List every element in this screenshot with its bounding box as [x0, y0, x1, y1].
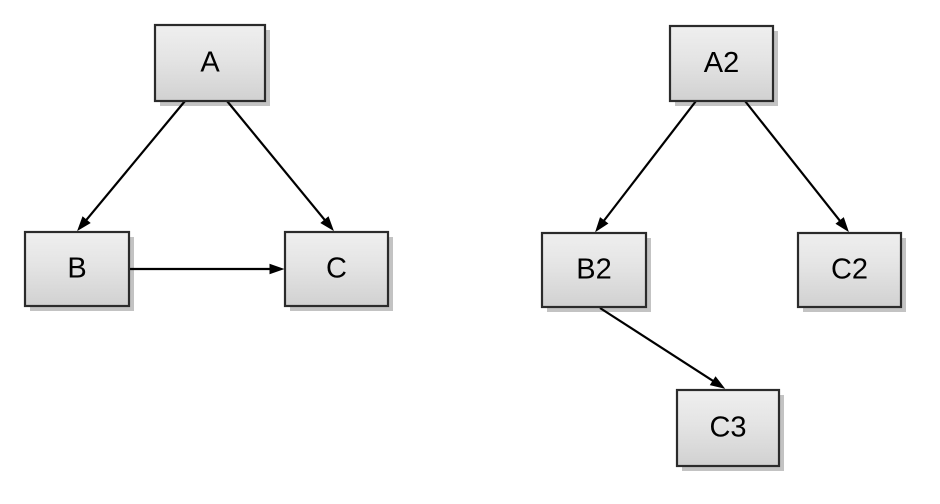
node-box[interactable] [283, 230, 390, 308]
arrowhead-icon [835, 217, 849, 233]
arrowhead-icon [320, 216, 334, 232]
node-box[interactable] [796, 231, 903, 309]
arrowhead-icon [709, 376, 726, 389]
node-box[interactable] [153, 23, 267, 103]
node-b[interactable]: B [23, 230, 131, 308]
node-box[interactable] [540, 231, 648, 309]
arrowhead-icon [595, 217, 609, 233]
edge-layer [77, 100, 849, 389]
arrowhead-icon [269, 263, 285, 275]
node-c3[interactable]: C3 [675, 388, 781, 468]
node-box[interactable] [23, 230, 131, 308]
node-a2[interactable]: A2 [668, 24, 775, 103]
node-box[interactable] [668, 24, 775, 103]
edge-a-b[interactable] [77, 100, 186, 232]
edge-line [82, 100, 186, 224]
edge-line [226, 100, 329, 224]
node-box[interactable] [675, 388, 781, 468]
node-c[interactable]: C [283, 230, 390, 308]
edge-a2-c2[interactable] [744, 100, 849, 233]
edge-a2-b2[interactable] [595, 100, 697, 233]
edge-line [600, 100, 697, 225]
node-b2[interactable]: B2 [540, 231, 648, 309]
edge-b-c[interactable] [130, 263, 285, 275]
node-c2[interactable]: C2 [796, 231, 903, 309]
edge-line [744, 100, 844, 225]
node-a[interactable]: A [153, 23, 267, 103]
edge-b2-c3[interactable] [599, 307, 726, 389]
arrowhead-icon [77, 216, 91, 232]
edge-a-c[interactable] [226, 100, 334, 232]
edge-line [599, 307, 718, 385]
